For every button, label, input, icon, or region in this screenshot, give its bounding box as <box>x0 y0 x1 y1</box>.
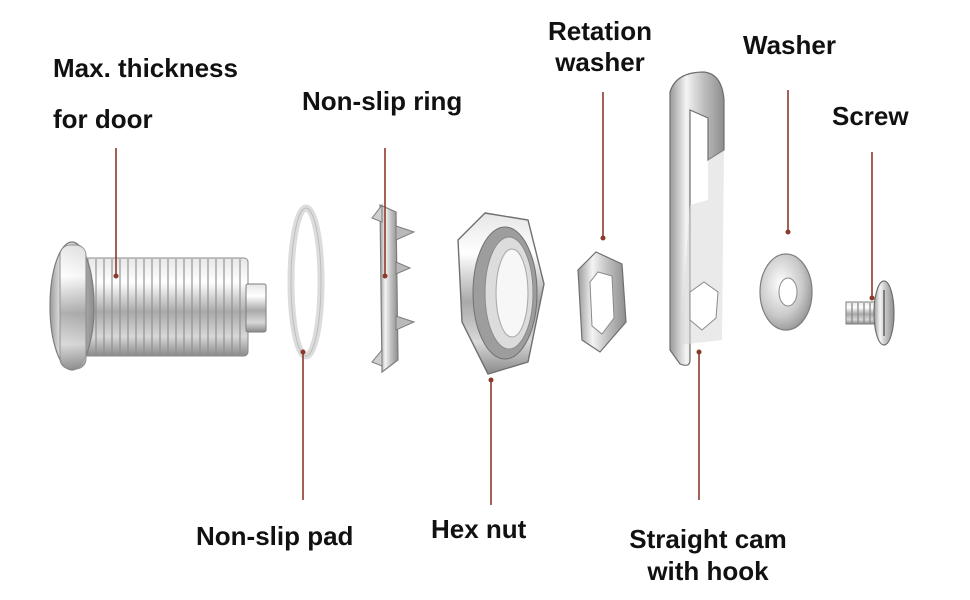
leader-lines <box>115 90 873 505</box>
straight-cam-icon <box>669 71 725 366</box>
label-straight-cam-line1: Straight cam <box>629 524 787 554</box>
retation-washer-icon <box>577 251 627 353</box>
label-max-thickness-line1: Max. thickness <box>53 53 238 83</box>
screw-icon <box>845 280 895 346</box>
label-screw: Screw <box>832 101 909 131</box>
hex-nut-icon <box>457 212 545 375</box>
label-straight-cam-line2: with hook <box>647 556 769 586</box>
label-retation-washer-line2: washer <box>555 47 645 77</box>
non-slip-pad-icon <box>287 204 325 360</box>
washer-icon <box>759 253 813 331</box>
label-retation-washer-line1: Retation <box>548 16 652 46</box>
lock-barrel-icon <box>49 241 267 371</box>
leader-dots <box>113 229 875 383</box>
label-washer: Washer <box>743 30 836 60</box>
label-non-slip-pad: Non-slip pad <box>196 521 354 551</box>
label-hex-nut: Hex nut <box>431 514 527 544</box>
label-non-slip-ring: Non-slip ring <box>302 86 463 116</box>
label-max-thickness-line2: for door <box>53 104 153 134</box>
non-slip-ring-icon <box>371 203 416 374</box>
